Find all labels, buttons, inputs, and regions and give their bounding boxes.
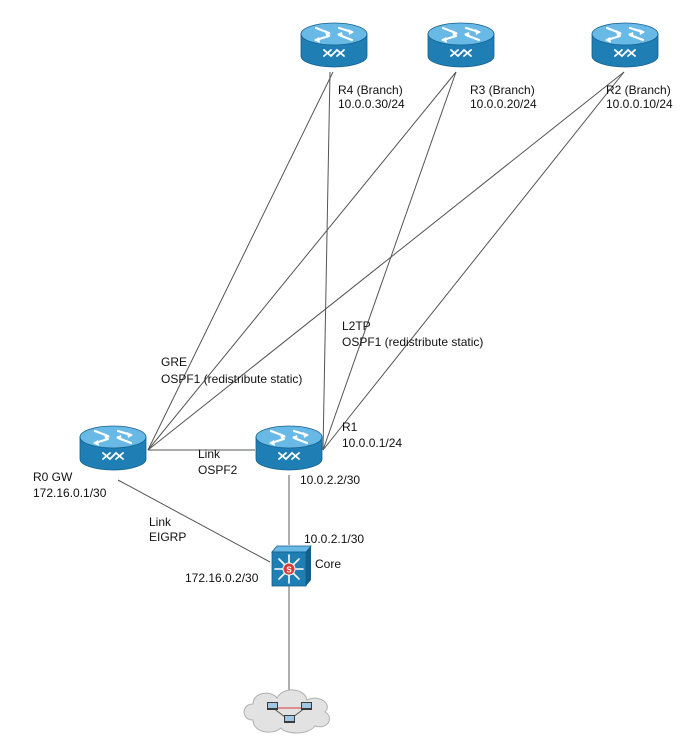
r4-name: R4 (Branch) [338,83,403,97]
links [117,71,625,695]
link-r0-core[interactable] [117,479,271,563]
r0-core-protocol-label: EIGRP [149,530,186,544]
link-r1-r4[interactable] [322,71,331,451]
core-address-up: 10.0.2.1/30 [304,532,364,546]
layer3-switch-icon: S [271,545,312,587]
router-icon [78,424,148,472]
r2-name: R2 (Branch) [606,83,671,97]
r0-r1-protocol-label: OSPF2 [198,463,238,477]
gre-label: GRE [161,355,187,369]
core-switch[interactable]: S [271,545,312,587]
r3-name: R3 (Branch) [470,83,535,97]
r1-address-core: 10.0.2.2/30 [300,473,360,487]
lan-cloud[interactable] [243,689,330,734]
r0-r1-link-label: Link [198,447,221,461]
l2tp-protocol-label: OSPF1 (redistribute static) [342,335,483,349]
router-icon [299,21,369,69]
link-labels: GRE OSPF1 (redistribute static) L2TP OSP… [149,319,483,544]
link-r0-r2[interactable] [147,71,625,451]
router-icon [426,21,496,69]
r1-name: R1 [342,420,358,434]
r0-address: 172.16.0.1/30 [33,486,107,500]
r1-address: 10.0.0.1/24 [342,436,402,450]
r4-address: 10.0.0.30/24 [338,97,405,111]
r3-address: 10.0.0.20/24 [470,97,537,111]
svg-text:S: S [286,566,292,575]
link-r0-r4[interactable] [147,71,334,451]
router-r4[interactable] [299,21,369,69]
router-r1[interactable] [254,424,324,472]
core-name: Core [315,557,341,571]
router-r0[interactable] [78,424,148,472]
gre-protocol-label: OSPF1 (redistribute static) [161,372,302,386]
r0-core-link-label: Link [149,515,172,529]
r2-address: 10.0.0.10/24 [606,97,673,111]
router-r3[interactable] [426,21,496,69]
core-address-left: 172.16.0.2/30 [185,571,259,585]
link-r1-r2[interactable] [322,71,625,451]
l2tp-label: L2TP [342,319,371,333]
router-icon [254,424,324,472]
router-icon [590,21,660,69]
r0-name: R0 GW [33,470,73,484]
link-r0-r3[interactable] [147,71,457,451]
router-r2[interactable] [590,21,660,69]
link-r1-r3[interactable] [322,71,457,451]
network-cloud-icon [243,689,330,734]
device-labels: R4 (Branch) 10.0.0.30/24 R3 (Branch) 10.… [33,83,673,585]
